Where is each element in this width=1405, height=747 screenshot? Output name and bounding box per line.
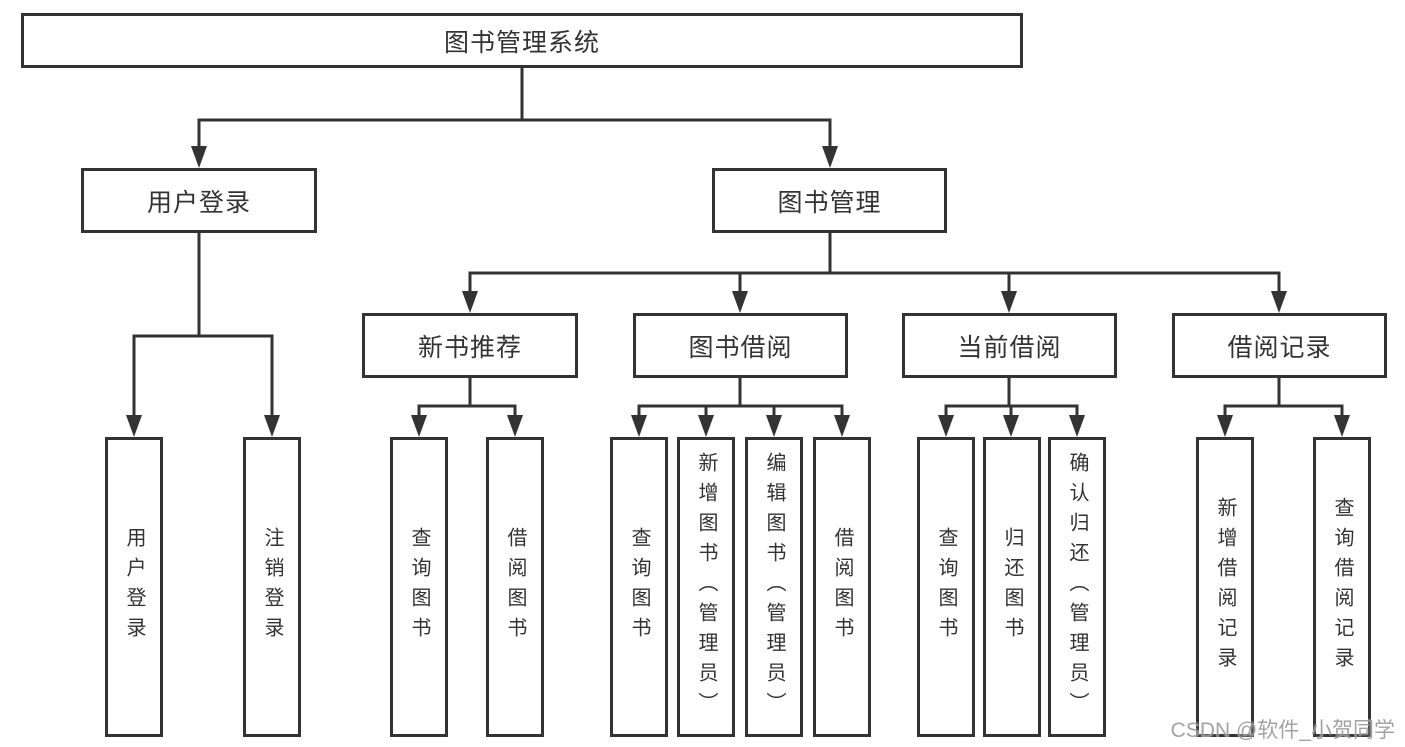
section-label: 新书推荐 — [417, 333, 522, 362]
node-root-label: 图书管理系统 — [443, 28, 600, 57]
leaf-confirm-return-admin: 确认归还（管理员） — [1048, 437, 1106, 737]
csdn-watermark: CSDN @软件_小贺同学 — [1170, 719, 1395, 742]
node-root-system: 图书管理系统 — [21, 13, 1023, 68]
leaf-query-book-1: 查询图书 — [390, 437, 448, 737]
leaf-add-book-admin: 新增图书（管理员） — [677, 437, 735, 737]
leaf-query-book-2: 查询图书 — [610, 437, 668, 737]
node-user-login-label: 用户登录 — [146, 188, 251, 217]
leaf-label: 注销登录 — [261, 527, 283, 647]
leaf-label: 查询图书 — [628, 527, 650, 647]
node-section-current-borrow: 当前借阅 — [902, 313, 1117, 378]
node-book-mgmt-label: 图书管理 — [777, 188, 882, 217]
leaf-label: 新增借阅记录 — [1214, 497, 1236, 677]
node-section-book-borrow: 图书借阅 — [633, 313, 848, 378]
section-label: 借阅记录 — [1227, 333, 1332, 362]
leaf-label: 借阅图书 — [504, 527, 526, 647]
node-user-login: 用户登录 — [81, 168, 317, 233]
node-book-mgmt: 图书管理 — [712, 168, 947, 233]
node-section-borrow-record: 借阅记录 — [1172, 313, 1387, 378]
leaf-return-book: 归还图书 — [983, 437, 1041, 737]
leaf-label: 新增图书（管理员） — [695, 452, 717, 722]
leaf-label: 归还图书 — [1001, 527, 1023, 647]
leaf-label: 编辑图书（管理员） — [763, 452, 785, 722]
leaf-borrow-book-2: 借阅图书 — [813, 437, 871, 737]
leaf-logout: 注销登录 — [243, 437, 301, 737]
leaf-label: 确认归还（管理员） — [1066, 452, 1088, 722]
leaf-label: 查询借阅记录 — [1331, 497, 1353, 677]
node-section-new-book-recommend: 新书推荐 — [362, 313, 578, 378]
leaf-query-borrow-record: 查询借阅记录 — [1313, 437, 1371, 737]
leaf-label: 查询图书 — [408, 527, 430, 647]
section-label: 图书借阅 — [688, 333, 793, 362]
section-label: 当前借阅 — [957, 333, 1062, 362]
leaf-borrow-book-1: 借阅图书 — [486, 437, 544, 737]
leaf-add-borrow-record: 新增借阅记录 — [1196, 437, 1254, 737]
leaf-user-login: 用户登录 — [105, 437, 163, 737]
leaf-edit-book-admin: 编辑图书（管理员） — [745, 437, 803, 737]
leaf-label: 借阅图书 — [831, 527, 853, 647]
leaf-query-book-3: 查询图书 — [917, 437, 975, 737]
leaf-label: 用户登录 — [123, 527, 145, 647]
leaf-label: 查询图书 — [935, 527, 957, 647]
